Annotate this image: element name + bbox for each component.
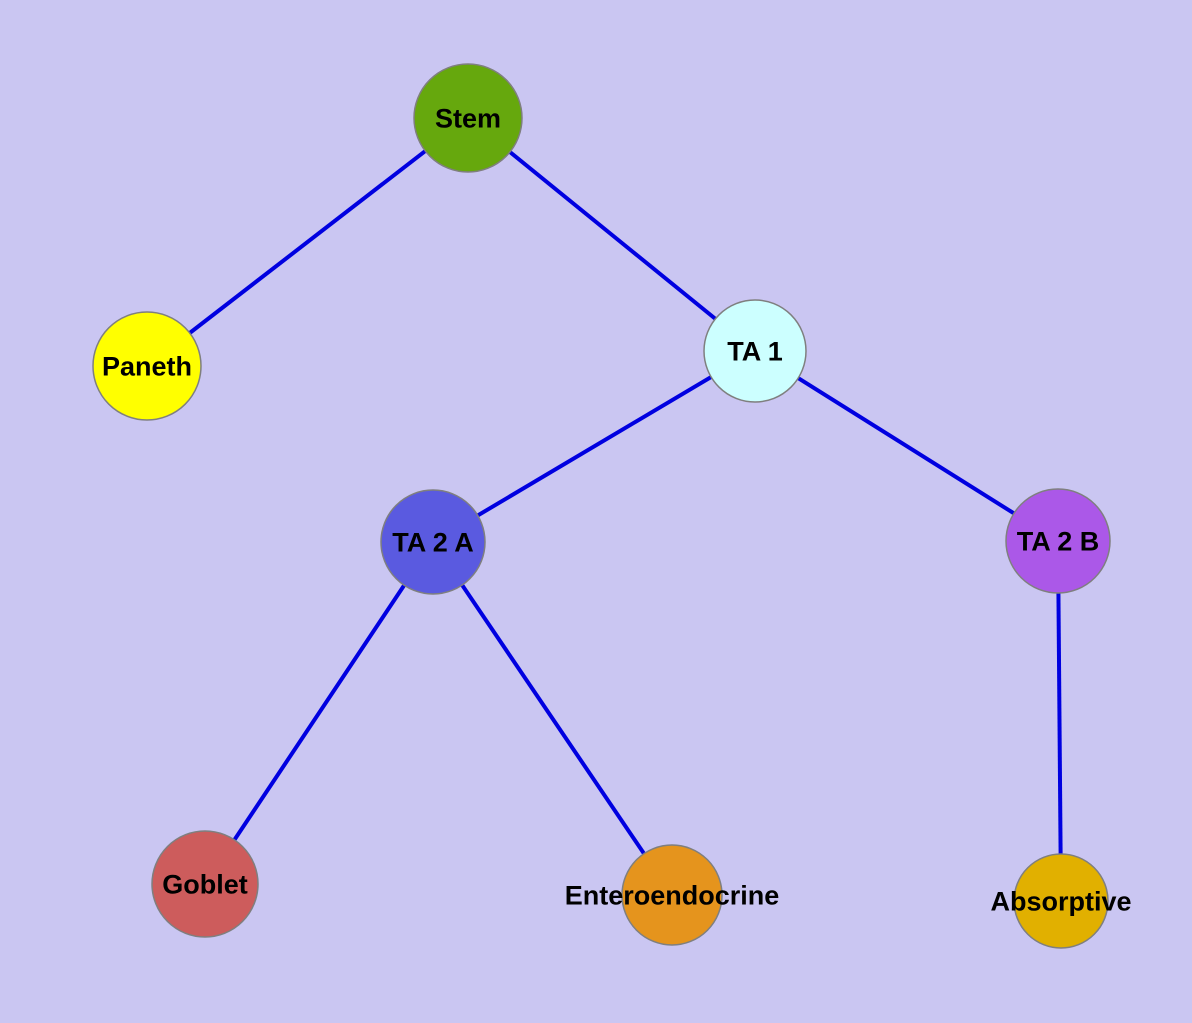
node-stem[interactable] <box>413 63 523 173</box>
node-label-ta1: TA 1 <box>727 336 783 366</box>
node-label-paneth: Paneth <box>102 351 192 381</box>
edge-ta2a-enteroendocrine <box>431 540 674 897</box>
edge-ta1-ta2a <box>431 349 757 544</box>
node-ta2a[interactable] <box>380 489 486 595</box>
node-enteroendocrine[interactable] <box>621 844 723 946</box>
edge-ta2b-absorptive <box>1056 540 1063 902</box>
node-label-stem: Stem <box>435 103 501 133</box>
edge-stem-ta1 <box>466 116 757 353</box>
node-goblet[interactable] <box>151 830 259 938</box>
node-label-absorptive: Absorptive <box>990 886 1131 916</box>
node-paneth[interactable] <box>92 311 202 421</box>
node-label-enteroendocrine: Enteroendocrine <box>565 880 780 910</box>
node-label-goblet: Goblet <box>162 869 248 899</box>
node-label-ta2a: TA 2 A <box>392 527 474 557</box>
node-label-ta2b: TA 2 B <box>1017 526 1100 556</box>
node-absorptive[interactable] <box>1013 853 1109 949</box>
edge-stem-paneth <box>145 116 470 368</box>
edge-ta2a-goblet <box>203 540 435 886</box>
node-ta2b[interactable] <box>1005 488 1111 594</box>
node-ta1[interactable] <box>703 299 807 403</box>
edge-ta1-ta2b <box>753 349 1060 543</box>
